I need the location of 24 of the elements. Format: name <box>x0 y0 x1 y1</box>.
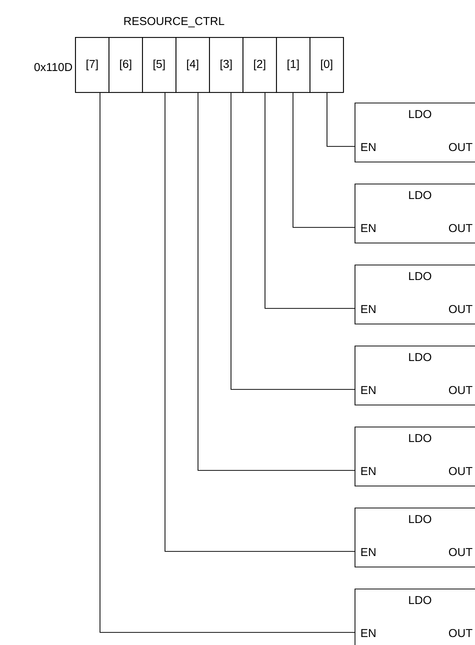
bit-cell: [4] <box>176 37 210 93</box>
ldo-block: LDO EN OUT <box>354 184 475 244</box>
wire <box>292 92 356 228</box>
wire <box>198 92 356 471</box>
bit-cell: [5] <box>142 37 176 93</box>
ldo-block: LDO EN OUT <box>354 264 475 324</box>
bit-cell: [3] <box>209 37 244 93</box>
bit-cell: [2] <box>242 37 277 93</box>
wire <box>326 92 356 147</box>
wire <box>230 92 356 390</box>
wire <box>164 92 356 552</box>
ldo-block: LDO EN OUT <box>354 102 475 162</box>
bit-cell: [6] <box>108 37 143 93</box>
bit-cell: [1] <box>276 37 310 93</box>
wire <box>100 92 356 633</box>
register-address: 0x110D <box>34 63 72 72</box>
wire <box>264 92 356 309</box>
ldo-block: LDO EN OUT <box>354 346 475 406</box>
bit-cell: [0] <box>310 37 344 93</box>
bit-cell: [7] <box>75 37 110 93</box>
node-label: RESOURCE_CTRL <box>124 17 224 28</box>
ldo-block: LDO EN OUT <box>354 588 475 645</box>
ldo-block: LDO EN OUT <box>354 508 475 568</box>
ldo-block: LDO EN OUT <box>354 426 475 486</box>
